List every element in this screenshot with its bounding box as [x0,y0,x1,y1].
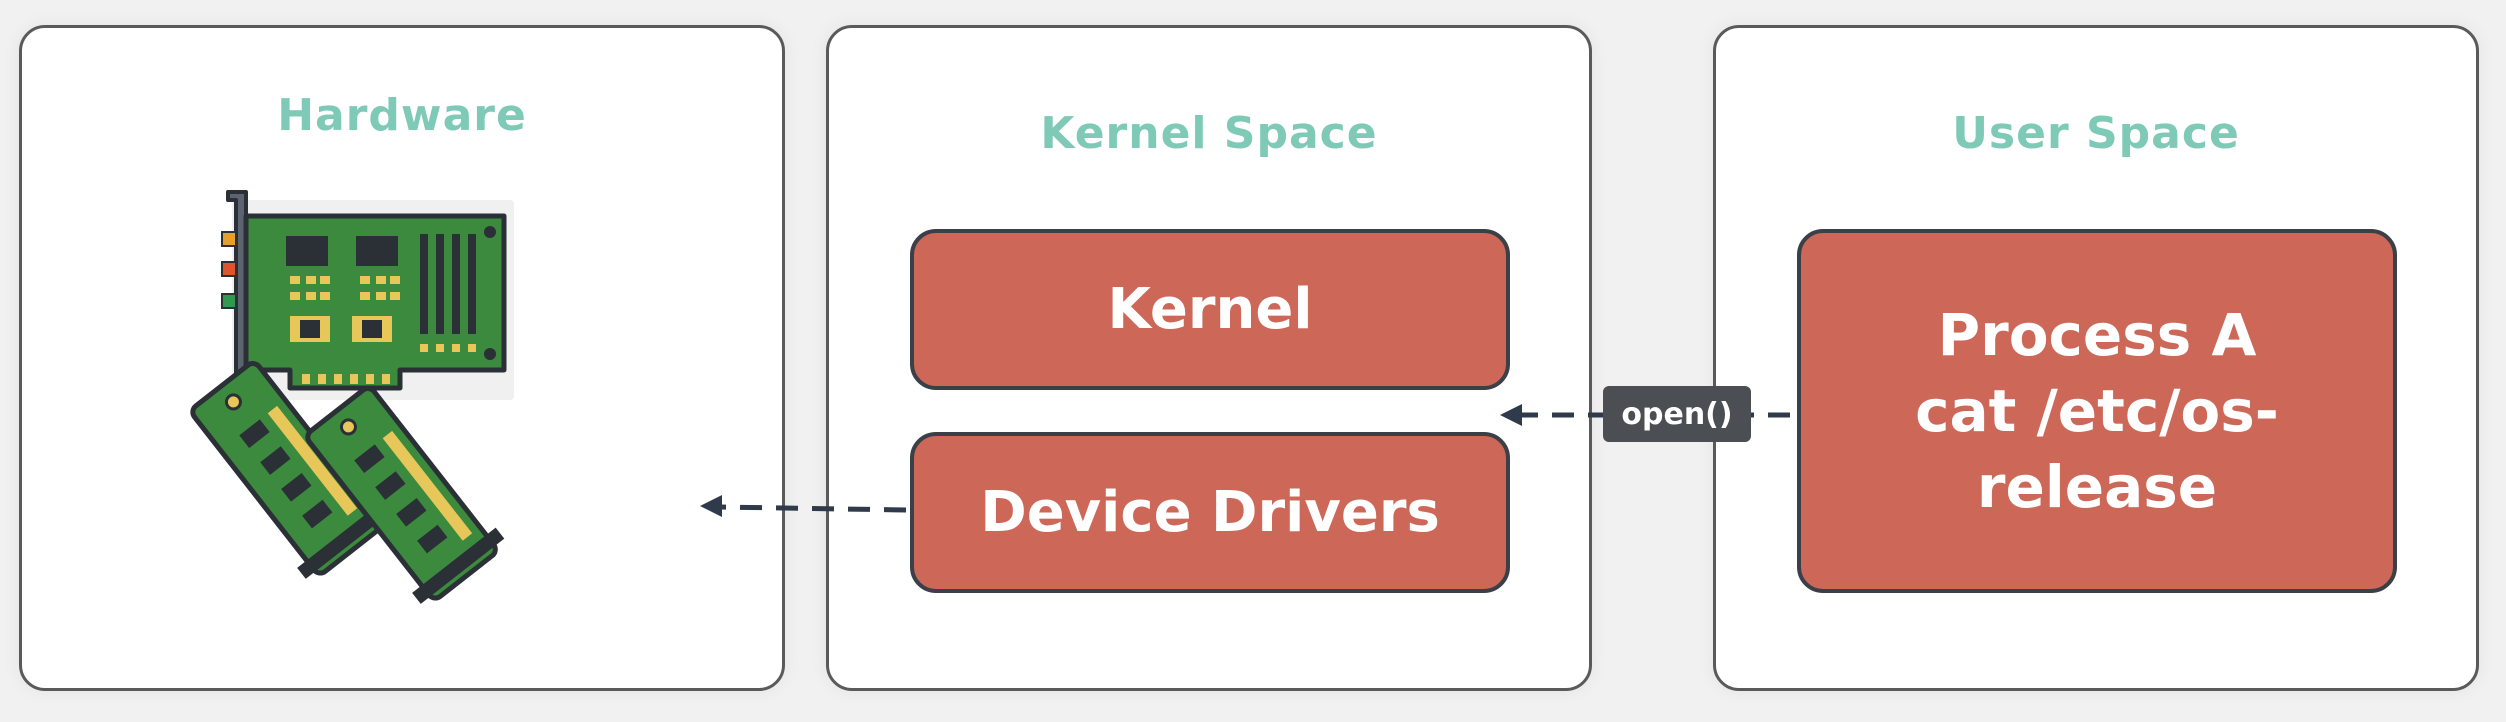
process-name: Process A [1937,301,2257,369]
kernel-box: Kernel [910,229,1510,390]
memory-modules-icon [190,361,505,604]
driver-to-hardware-arrow [700,495,907,517]
process-box: Process A cat /etc/os-release [1797,229,2397,593]
hardware-title: Hardware [277,90,527,141]
process-command: cat /etc/os-release [1915,377,2279,521]
open-call-label: open() [1603,386,1751,442]
kernel-space-title: Kernel Space [1040,108,1378,159]
user-space-title: User Space [1952,108,2240,159]
device-drivers-label: Device Drivers [980,480,1440,545]
expansion-card-icon [221,190,514,400]
kernel-label: Kernel [1107,277,1313,342]
device-drivers-box: Device Drivers [910,432,1510,593]
